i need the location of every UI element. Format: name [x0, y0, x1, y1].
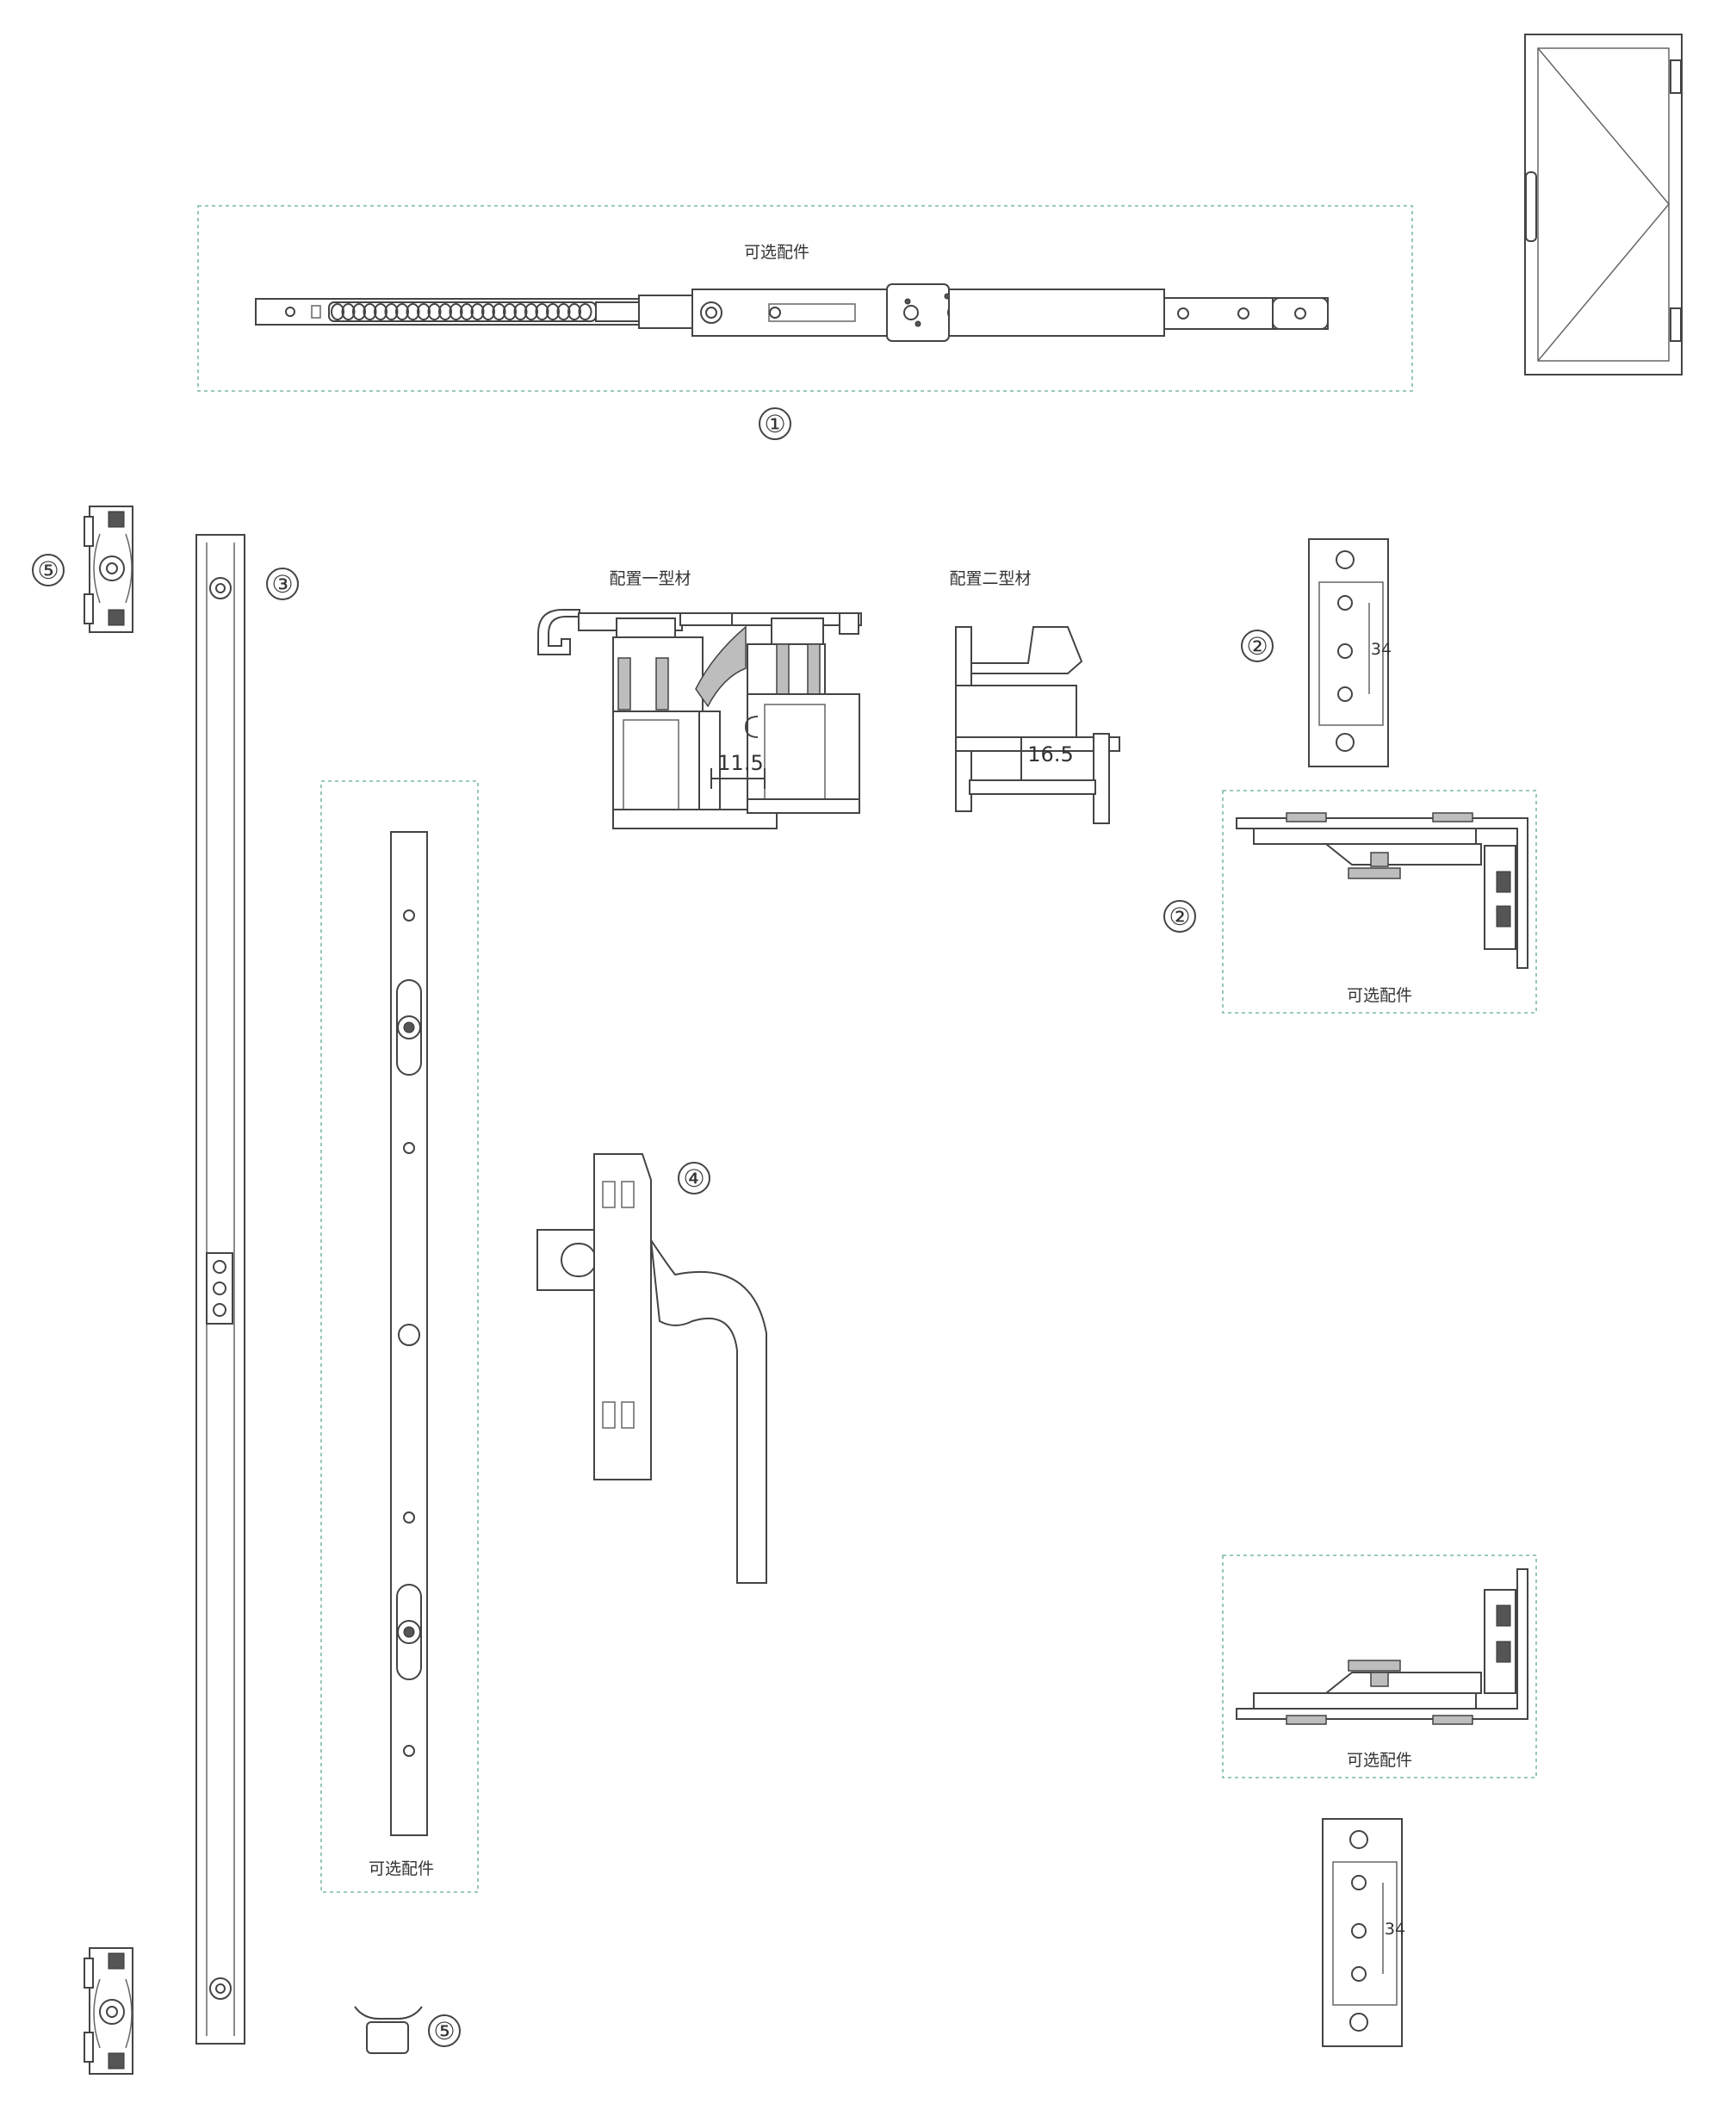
callout-2-mid: ②	[1163, 900, 1196, 933]
window-elevation	[1524, 34, 1683, 375]
optional-box-corner-hinge-bottom: 可选配件	[1222, 1555, 1537, 1778]
spring-coil	[395, 303, 409, 320]
optional-box-corner-hinge-top: 可选配件	[1222, 790, 1537, 1014]
spring-coil	[341, 303, 356, 320]
spring-coil	[503, 303, 517, 320]
corner-keeper-bottom	[84, 1947, 133, 2075]
callout-5-top-label: ⑤	[37, 556, 59, 585]
spring-coil	[535, 303, 549, 320]
lock-strip	[390, 831, 428, 1836]
spring-coil	[438, 303, 452, 320]
hinge-bottom	[1322, 1818, 1403, 2047]
optional-label-hinge-top: 可选配件	[1347, 986, 1412, 1005]
spring-coil	[406, 303, 420, 320]
callout-5-top: ⑤	[32, 554, 65, 586]
callout-1: ①	[759, 407, 791, 440]
spring-coil	[384, 303, 399, 320]
window-handle	[536, 1153, 767, 1584]
callout-2-top-label: ②	[1246, 632, 1268, 661]
hinge-top	[1308, 538, 1389, 767]
spring-coil	[460, 303, 474, 320]
hinge-dimension-top: 34	[1371, 640, 1392, 659]
spring-coil	[513, 303, 528, 320]
spring-coil	[524, 303, 538, 320]
dimension-16-5: 16.5	[1027, 742, 1073, 766]
spring-coil	[417, 303, 431, 320]
spring-coil	[578, 303, 592, 320]
spring-coil	[567, 303, 581, 320]
optional-box-stay-arm: 可选配件	[197, 205, 1413, 392]
spring-coil	[470, 303, 485, 320]
stay-arm	[255, 283, 1329, 342]
spring-coil	[556, 303, 571, 320]
optional-box-lock-strip: 可选配件	[320, 780, 479, 1893]
spring-coil	[546, 303, 560, 320]
callout-5-bottom: ⑤	[428, 2014, 461, 2047]
spring-coil	[481, 303, 495, 320]
corner-hinge-bottom	[1236, 1568, 1528, 1725]
callout-4-label: ④	[683, 1164, 704, 1193]
transmission-rod	[195, 534, 245, 2045]
profile-config-1	[537, 609, 862, 829]
profile-config-2-title: 配置二型材	[949, 569, 1031, 588]
hinge-dimension-bottom: 34	[1385, 1920, 1405, 1939]
corner-hinge-top	[1236, 812, 1528, 969]
optional-label-strip: 可选配件	[369, 1859, 434, 1878]
optional-label-hinge-bottom: 可选配件	[1347, 1751, 1412, 1770]
callout-1-label: ①	[764, 410, 785, 438]
profile-config-2	[955, 626, 1120, 824]
stay-arm-spring	[331, 303, 592, 320]
small-keeper	[354, 2006, 423, 2054]
callout-5-bottom-label: ⑤	[433, 2017, 455, 2045]
spring-coil	[449, 303, 463, 320]
corner-keeper-top	[84, 506, 133, 633]
callout-2-mid-label: ②	[1169, 903, 1190, 931]
spring-coil	[331, 303, 344, 320]
dimension-11-5: 11.5	[717, 751, 763, 775]
callout-4: ④	[678, 1162, 710, 1195]
spring-coil	[492, 303, 506, 320]
callout-3-label: ③	[271, 570, 293, 599]
optional-label-top: 可选配件	[744, 243, 809, 262]
spring-coil	[352, 303, 366, 320]
callout-3: ③	[266, 568, 299, 600]
callout-2-top: ②	[1241, 630, 1274, 662]
spring-coil	[427, 303, 442, 320]
spring-coil	[374, 303, 388, 320]
profile-config-1-title: 配置一型材	[609, 569, 691, 588]
spring-coil	[363, 303, 377, 320]
